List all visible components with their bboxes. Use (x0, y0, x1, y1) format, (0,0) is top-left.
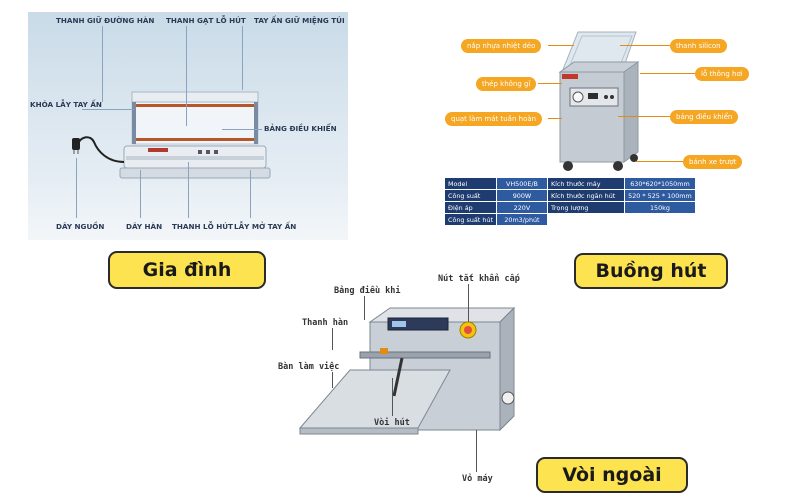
spec-value: 20m3/phút (495, 213, 548, 226)
spec-value: 520 * 525 * 100mm (623, 189, 696, 202)
spec-empty (624, 214, 695, 226)
chamber-sealer-illustration (558, 31, 640, 171)
label-seal-bar-holder: THANH GIỮ ĐƯỜNG HÀN (56, 16, 155, 25)
table-row: Điện áp 220V Trọng lượng 150kg (444, 201, 696, 214)
leader-line (250, 170, 251, 218)
leader-line (188, 162, 189, 218)
label-silicone: thanh silicon (670, 39, 727, 53)
spec-key: Model (444, 177, 497, 190)
badge-chamber: Buồng hút (574, 253, 728, 289)
badge-external: Vòi ngoài (536, 457, 688, 493)
spec-key: Kích thước máy (546, 177, 625, 190)
leader-line (82, 109, 134, 110)
table-row: Công suất hút 20m3/phút (444, 213, 696, 226)
label-control-panel-ext: Bảng điều khi (334, 286, 401, 296)
label-emergency-stop: Nút tắt khẩn cấp (438, 274, 520, 284)
label-steel: thép không gỉ (476, 77, 537, 91)
household-sealer-panel: THANH GIỮ ĐƯỜNG HÀN THANH GẠT LỖ HÚT TAY… (28, 12, 348, 240)
spec-value: 630*620*1050mm (623, 177, 696, 190)
leader-line (102, 26, 103, 102)
leader-line (392, 378, 393, 416)
label-lock: KHÓA LẪY TAY ẤN (30, 100, 102, 109)
leader-line (332, 372, 333, 388)
label-control-panel: BẢNG ĐIỀU KHIỂN (264, 124, 337, 133)
leader-line (242, 26, 243, 90)
spec-value: 150kg (623, 201, 696, 214)
leader-line (548, 45, 574, 46)
table-row: Model VH500E/B Kích thước máy 630*620*10… (444, 177, 696, 190)
spec-value: 900W (495, 189, 548, 202)
leader-line (140, 170, 141, 218)
label-suction-wiper: THANH GẠT LỖ HÚT (166, 16, 246, 25)
label-vent: lỗ thông hơi (695, 67, 749, 81)
badge-household: Gia đình (108, 251, 266, 289)
label-work-table: Bàn làm việc (278, 362, 340, 372)
label-bag-clamp: TAY ẤN GIỮ MIỆNG TÚI (254, 16, 345, 25)
label-seal-bar: Thanh hàn (302, 318, 349, 328)
spec-key: Điện áp (444, 201, 497, 214)
table-row: Công suất 900W Kích thước ngăn hút 520 *… (444, 189, 696, 202)
leader-line (620, 45, 670, 46)
external-sealer-illustration (298, 306, 516, 435)
leader-line (186, 26, 187, 126)
label-suction-bar: THANH LỖ HÚT (172, 222, 233, 231)
label-panel: bảng điều khiển (670, 110, 739, 124)
spec-key: Công suất (444, 189, 497, 202)
leader-line (222, 129, 262, 130)
spec-key: Trọng lượng (546, 201, 625, 214)
spec-key: Công suất hút (444, 213, 497, 226)
label-nozzle: Vòi hút (374, 418, 410, 428)
label-wheels: bánh xe trượt (683, 155, 743, 169)
spec-empty (547, 214, 624, 226)
leader-line (548, 118, 562, 119)
spec-table: Model VH500E/B Kích thước máy 630*620*10… (444, 177, 696, 226)
leader-line (76, 158, 77, 218)
leader-line (538, 83, 562, 84)
label-seal-wire: DÂY HÀN (126, 222, 163, 231)
label-release-latch: LẪY MỞ TAY ẤN (234, 222, 297, 231)
label-power-cord: DÂY NGUỒN (56, 222, 105, 231)
leader-line (476, 430, 477, 472)
spec-key: Kích thước ngăn hút (546, 189, 625, 202)
leader-line (636, 161, 683, 162)
leader-line (364, 296, 365, 320)
spec-value: 220V (495, 201, 548, 214)
label-fan: quạt làm mát tuần hoàn (445, 112, 543, 126)
label-lid: nắp nhựa nhiệt dẻo (461, 39, 542, 53)
household-sealer-illustration (72, 91, 271, 179)
spec-value: VH500E/B (495, 177, 548, 190)
leader-line (640, 73, 695, 74)
label-casing: Vỏ máy (462, 474, 493, 484)
leader-line (468, 284, 469, 322)
leader-line (618, 116, 670, 117)
leader-line (332, 328, 333, 350)
